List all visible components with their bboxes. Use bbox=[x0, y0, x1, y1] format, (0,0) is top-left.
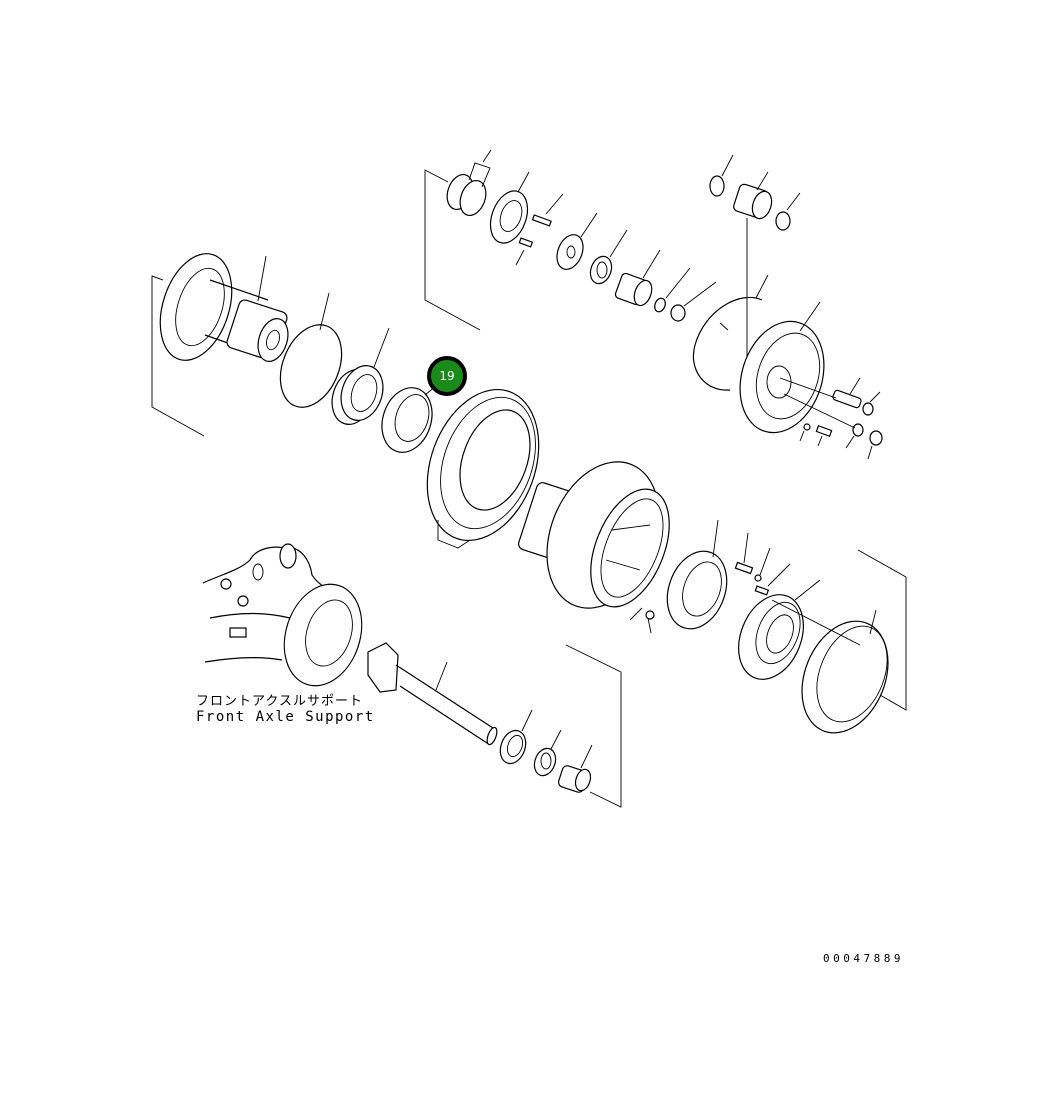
bearing-cone-part[interactable] bbox=[657, 519, 737, 637]
group-bracket-bottom bbox=[565, 644, 622, 808]
axle-bearing-part[interactable] bbox=[531, 729, 562, 779]
axle-shaft-part[interactable] bbox=[367, 642, 499, 746]
lock-plates-part[interactable] bbox=[443, 149, 492, 219]
axle-seal-part[interactable] bbox=[496, 709, 533, 767]
planet-gear-part[interactable] bbox=[614, 249, 661, 308]
oil-seal-part[interactable] bbox=[325, 327, 390, 430]
large-o-ring-part[interactable] bbox=[692, 274, 769, 391]
nut-top-left-part[interactable] bbox=[709, 154, 734, 197]
thrust-washer-part[interactable] bbox=[552, 212, 598, 273]
bushing-part[interactable] bbox=[557, 744, 593, 793]
front-axle-support-label-jp: フロントアクスルサポート bbox=[196, 694, 363, 709]
o-ring-part[interactable] bbox=[269, 292, 353, 416]
carrier-part[interactable] bbox=[727, 579, 821, 689]
planet-carrier-part[interactable] bbox=[726, 301, 837, 444]
bearing-part-19[interactable] bbox=[374, 381, 440, 459]
drawing-number: 00047889 bbox=[823, 952, 904, 965]
snap-ring-part[interactable] bbox=[653, 267, 717, 322]
front-axle-support-label-en: Front Axle Support bbox=[196, 709, 375, 725]
group-bracket-right bbox=[857, 549, 907, 711]
group-bracket-left bbox=[151, 275, 205, 437]
flanged-shaft-part[interactable] bbox=[148, 244, 293, 369]
group-bracket-top bbox=[424, 169, 481, 331]
front-axle-support-part bbox=[202, 543, 363, 687]
bearing-top-part[interactable] bbox=[732, 171, 774, 366]
retainer-part[interactable] bbox=[484, 171, 564, 266]
callout-badge-19[interactable]: 19 bbox=[427, 356, 467, 396]
bearing-cup-part[interactable] bbox=[771, 599, 904, 746]
pin-parts[interactable] bbox=[779, 377, 883, 460]
bolt-parts[interactable] bbox=[629, 532, 791, 634]
small-bearing-part[interactable] bbox=[587, 229, 628, 287]
wheel-hub-part[interactable] bbox=[517, 445, 685, 625]
nut-top-right-part[interactable] bbox=[775, 192, 801, 231]
ring-gear-part[interactable] bbox=[407, 374, 558, 556]
